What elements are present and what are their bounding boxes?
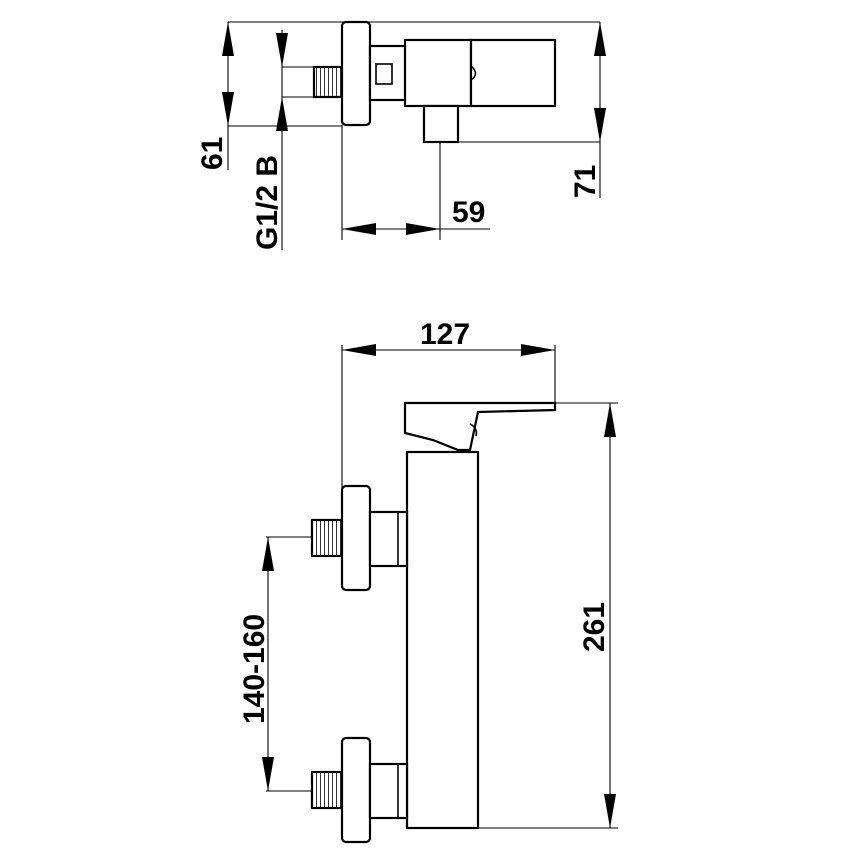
thread-connector — [312, 65, 346, 99]
top-view: 61 G1/2 B 71 59 — [196, 20, 606, 250]
dim-71-label: 71 — [569, 165, 602, 198]
arrow-127-left — [342, 344, 376, 356]
lever-handle-top — [469, 38, 557, 108]
lever-bottom-edge — [404, 432, 459, 451]
arrow-59-right — [406, 223, 440, 235]
dim-127-label: 127 — [420, 318, 470, 351]
arrow-spacing-bottom — [262, 757, 274, 791]
arrow-127-right — [521, 344, 555, 356]
front-view: 127 140-160 261 — [238, 318, 618, 844]
thread-connector-upper — [310, 518, 346, 558]
eccentric-fitting-lower — [368, 762, 409, 820]
arrow-61-top — [222, 22, 234, 56]
dim-59-label: 59 — [452, 196, 485, 229]
arrow-thread-bottom — [276, 97, 288, 131]
arrow-71-bottom — [594, 108, 606, 142]
arrow-261-bottom — [604, 794, 616, 828]
fitting-detail — [375, 63, 393, 85]
arrow-thread-top — [276, 33, 288, 67]
eccentric-fitting-upper — [368, 510, 409, 568]
lever-pivot — [470, 65, 477, 81]
outlet-top — [422, 104, 460, 144]
wall-flange-upper — [340, 484, 372, 592]
thread-connector-lower — [310, 770, 346, 810]
arrow-61-bottom — [222, 92, 234, 126]
dim-thread-label: G1/2 B — [251, 155, 284, 250]
mixer-body-top — [403, 38, 473, 108]
lever-handle-front — [403, 401, 557, 452]
dim-spacing-label: 140-160 — [238, 614, 271, 724]
arrow-71-top — [594, 22, 606, 56]
dim-61-label: 61 — [196, 137, 229, 170]
arrow-59-left — [342, 223, 376, 235]
dim-261-label: 261 — [578, 602, 611, 652]
mixer-body-front — [405, 450, 480, 830]
wall-flange — [340, 20, 372, 127]
arrow-261-top — [604, 403, 616, 437]
lever-pivot-front — [469, 423, 478, 437]
arrow-spacing-top — [262, 537, 274, 571]
wall-flange-lower — [340, 736, 372, 844]
